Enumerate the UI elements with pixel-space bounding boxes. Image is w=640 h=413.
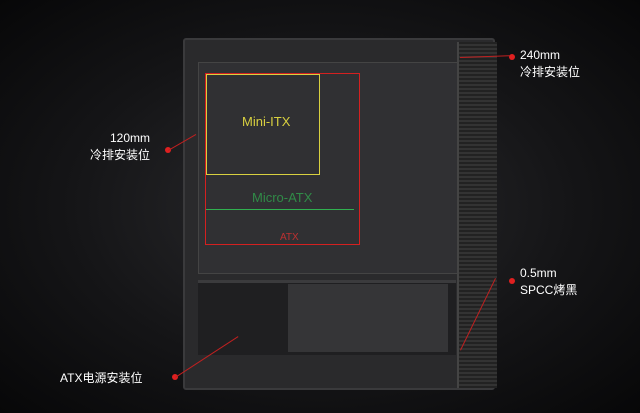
atx-outline xyxy=(205,73,360,245)
callout-120mm: 120mm 冷排安装位 xyxy=(90,130,150,164)
callout-psu: ATX电源安装位 xyxy=(60,370,142,387)
motherboard-tray xyxy=(198,62,458,274)
callout-text: SPCC烤黑 xyxy=(520,283,578,297)
callout-text: 冷排安装位 xyxy=(520,65,581,79)
micro-atx-label: Micro-ATX xyxy=(252,190,313,205)
callout-text: 冷排安装位 xyxy=(90,148,151,162)
callout-text: 0.5mm xyxy=(520,266,557,280)
front-mesh-panel xyxy=(457,42,497,388)
callout-text: ATX电源安装位 xyxy=(60,371,143,385)
mini-itx-label: Mini-ITX xyxy=(242,114,291,129)
callout-240mm: 240mm 冷排安装位 xyxy=(520,47,580,81)
micro-atx-outline xyxy=(206,209,354,210)
callout-text: 240mm xyxy=(520,48,561,62)
atx-label: ATX xyxy=(280,232,299,243)
mini-itx-outline xyxy=(206,74,320,175)
callout-dot xyxy=(509,278,515,284)
callout-dot xyxy=(509,54,515,60)
callout-text: 120mm xyxy=(110,131,151,145)
psu-shroud xyxy=(288,284,448,352)
